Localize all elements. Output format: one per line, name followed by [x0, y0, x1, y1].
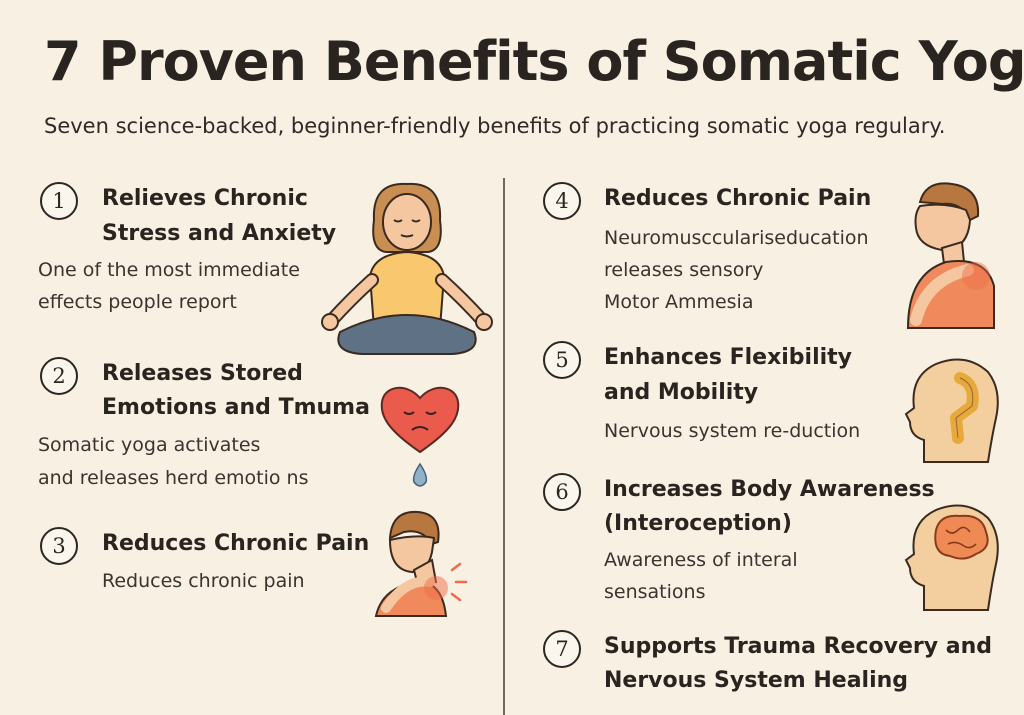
sad-heart-icon [380, 387, 460, 487]
benefit-description-line: Awareness of interal [604, 549, 798, 571]
benefit-title-line: and Mobility [604, 380, 759, 405]
shoulder-pain-icon [906, 182, 995, 329]
benefit-description-line: sensations [604, 581, 706, 603]
number-badge: 3 [40, 527, 78, 565]
benefit-description-line: Nervous system re-duction [604, 420, 861, 442]
column-divider [503, 178, 505, 715]
benefit-description-line: releases sensory [604, 259, 764, 281]
benefit-title-line: Releases Stored [102, 361, 303, 386]
head-brain-icon [904, 504, 999, 611]
benefit-title-line: Reduces Chronic Pain [604, 186, 872, 211]
head-spine-icon [904, 358, 999, 463]
benefit-title-line: Reduces Chronic Pain [102, 531, 370, 556]
benefit-title-line: Nervous System Healing [604, 668, 909, 693]
benefit-description-line: and releases herd emotio ns [38, 467, 309, 489]
page-title: 7 Proven Benefits of Somatic Yoga [44, 30, 1024, 93]
neck-pain-icon [374, 510, 468, 617]
benefit-description-line: Motor Ammesia [604, 291, 754, 313]
number-badge: 6 [543, 473, 581, 511]
benefit-title-line: Emotions and Tmuma [102, 395, 370, 420]
number-badge: 2 [40, 357, 78, 395]
benefit-description-line: Somatic yoga activates [38, 434, 261, 456]
benefit-description-line: Reduces chronic pain [102, 570, 305, 592]
page-subtitle: Seven science-backed, beginner-friendly … [44, 114, 946, 138]
benefit-title-line: Enhances Flexibility [604, 345, 853, 370]
benefit-title-line: Stress and Anxiety [102, 221, 337, 246]
number-badge: 5 [543, 341, 581, 379]
benefit-title-line: Relieves Chronic [102, 186, 308, 211]
meditating-person-icon [321, 182, 493, 355]
number-badge: 1 [40, 182, 78, 220]
number-badge: 4 [543, 182, 581, 220]
benefit-description-line: One of the most immediate [38, 259, 300, 281]
benefit-description-line: Neuromuscculariseducation [604, 227, 869, 249]
benefit-title-line: Increases Body Awareness [604, 477, 935, 502]
benefit-title-line: Supports Trauma Recovery and [604, 634, 992, 659]
benefit-description-line: effects people report [38, 291, 237, 313]
number-badge: 7 [543, 630, 581, 668]
benefit-title-line: (Interoception) [604, 511, 792, 536]
